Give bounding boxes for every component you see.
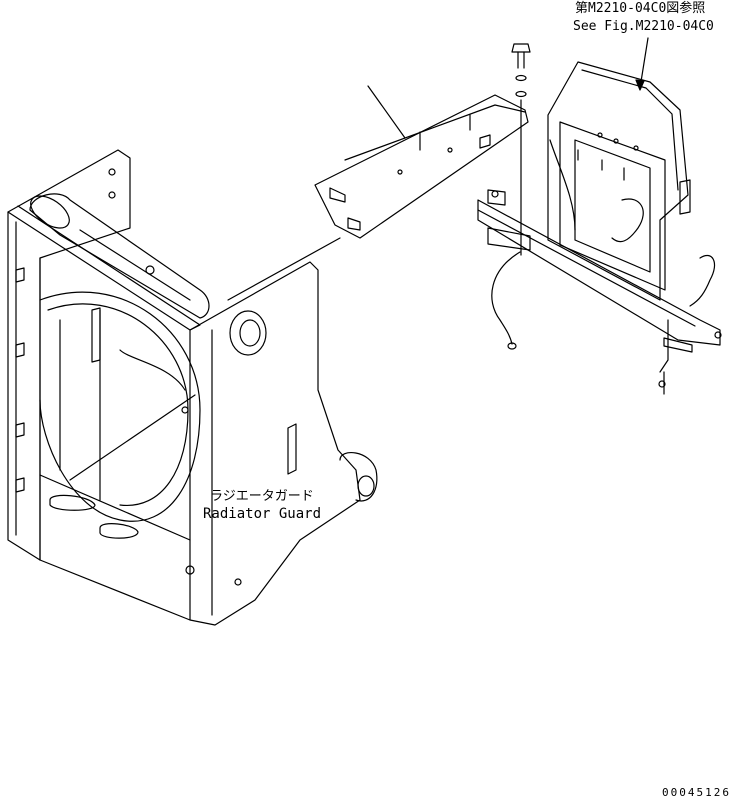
cover-plate [314, 94, 529, 239]
radiator-guard [7, 149, 378, 626]
guard-to-cover-line [227, 237, 341, 301]
radiator-guard-label-jp: ラジエータガード [210, 489, 314, 504]
reference-leader-line [639, 37, 649, 89]
reference-label-en: See Fig.M2210-04C0 [573, 19, 714, 34]
radiator-guard-label-en: Radiator Guard [203, 506, 322, 522]
figure-number: 00045126 [662, 786, 731, 799]
bolt-assembly [511, 43, 531, 256]
reference-label-jp: 第M2210-04C0図参照 [575, 1, 706, 16]
reference-arrow-head [635, 79, 645, 91]
cover-plate-leader-line [367, 85, 406, 139]
frame-assembly [477, 61, 722, 395]
